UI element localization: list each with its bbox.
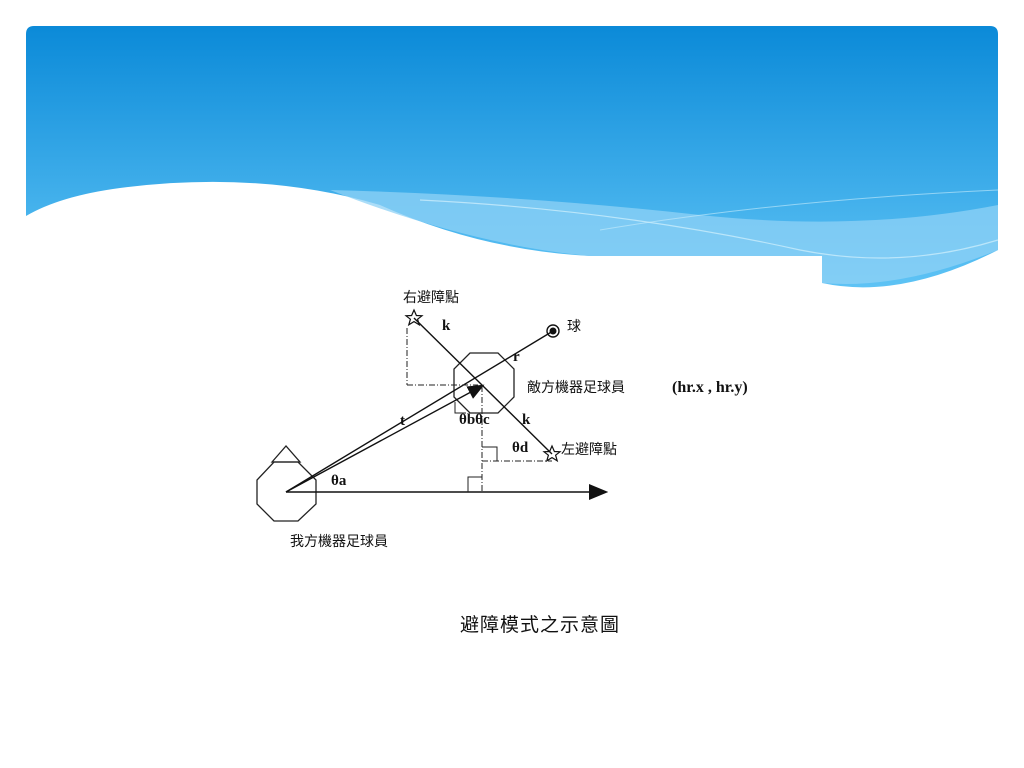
right-angle-mark-d (482, 446, 498, 461)
label-our-robot: 我方機器足球員 (290, 534, 388, 550)
label-right-avoid-point: 右避障點 (403, 290, 459, 306)
ball-center (549, 327, 557, 335)
label-theta-bc: θbθc (459, 412, 490, 428)
line-t-to-enemy (285, 384, 485, 493)
right-angle-mark-bc (454, 402, 466, 414)
label-enemy-robot: 敵方機器足球員 (527, 380, 625, 396)
banner-wave-light (330, 190, 998, 285)
header-banner (26, 26, 999, 288)
label-k-upper: k (442, 318, 451, 334)
line-to-ball (285, 330, 554, 493)
ball-shape (546, 324, 560, 338)
label-t: t (400, 413, 405, 429)
enemy-robot-shape (453, 352, 515, 414)
label-ball: 球 (567, 319, 581, 335)
banner-wave-line-2 (599, 189, 999, 231)
our-robot-shape (256, 461, 317, 522)
banner-wave-line (419, 199, 999, 259)
figure-caption: 避障模式之示意圖 (459, 614, 620, 636)
label-left-avoid-point: 左避障點 (561, 442, 617, 458)
right-angle-mark-axis (467, 476, 482, 492)
line-k (413, 317, 553, 455)
label-k-lower: k (522, 412, 531, 428)
label-theta-a: θa (331, 473, 347, 489)
right-avoid-point-star-icon (404, 308, 424, 327)
label-theta-d: θd (512, 440, 529, 456)
our-robot-heading-triangle (270, 445, 302, 463)
label-enemy-coords: (hr.x , hr.y) (672, 379, 748, 396)
left-avoid-point-star-icon (542, 444, 562, 463)
label-r: r (513, 349, 520, 365)
